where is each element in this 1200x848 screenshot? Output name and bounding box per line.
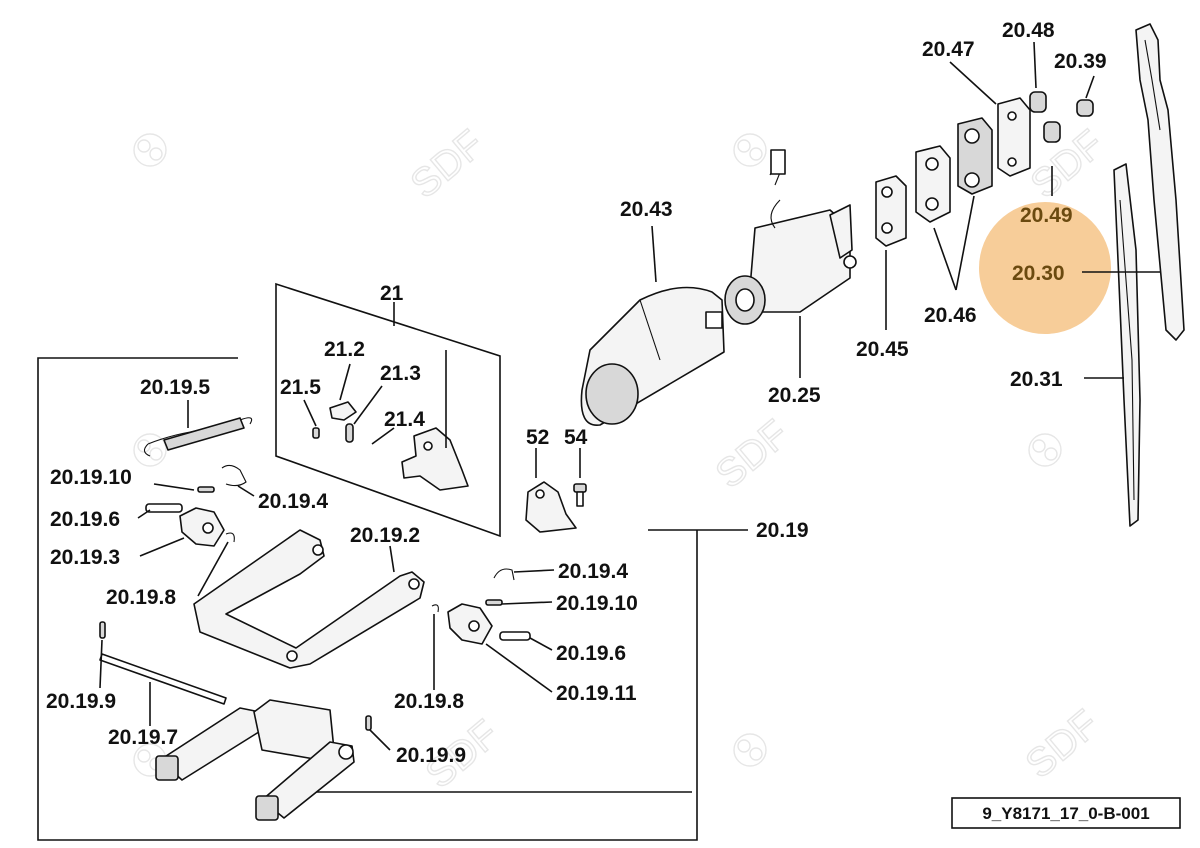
clip-21-2	[329, 401, 357, 421]
label-20-19-10a: 20.19.10	[50, 466, 132, 489]
label-20-19: 20.19	[756, 519, 809, 542]
motor-cover	[580, 286, 725, 426]
wiper-blade	[1113, 163, 1141, 527]
clip-20-19-8b	[431, 604, 439, 613]
label-20-19-4b: 20.19.4	[558, 560, 628, 583]
watermark-text: SDF	[1018, 702, 1108, 787]
assembly-21-frame	[275, 282, 501, 538]
label-20-19-11: 20.19.11	[556, 682, 637, 705]
label-20-25: 20.25	[768, 384, 821, 407]
pin-20-19-9a	[99, 621, 106, 639]
label-20-49: 20.49	[1020, 204, 1073, 227]
label-20-43: 20.43	[620, 198, 673, 221]
watermark-text: SDF	[403, 122, 493, 207]
label-21-3: 21.3	[380, 362, 421, 385]
pin-20-19-6a	[145, 503, 183, 513]
assembly-20-19-frame	[37, 357, 698, 841]
label-20-19-10b: 20.19.10	[556, 592, 638, 615]
label-20-30: 20.30	[1012, 262, 1065, 285]
label-21-2: 21.2	[324, 338, 365, 361]
clip-20-19-4a	[221, 464, 247, 487]
spring-21-3	[345, 423, 354, 443]
crank-20-19-11	[447, 603, 493, 645]
crank-20-19-3	[179, 507, 225, 547]
sdf-logo-icon	[733, 733, 767, 767]
label-21: 21	[380, 282, 404, 305]
label-20-48: 20.48	[1002, 19, 1055, 42]
plate-20-46a	[915, 145, 951, 223]
watermark-text: SDF	[708, 412, 798, 497]
label-20-19-7: 20.19.7	[108, 726, 178, 749]
label-20-19-6b: 20.19.6	[556, 642, 626, 665]
plate-20-47	[997, 97, 1031, 177]
bracket-52	[525, 481, 577, 533]
pin-20-19-10b	[485, 599, 503, 606]
label-20-19-9a: 20.19.9	[46, 690, 116, 713]
label-20-47: 20.47	[922, 38, 975, 61]
wiper-arm	[1135, 23, 1185, 341]
label-20-19-8a: 20.19.8	[106, 586, 176, 609]
part-labels: 20.47 20.48 20.39 20.49 20.30 20.43 20.4…	[46, 19, 1107, 767]
label-20-45: 20.45	[856, 338, 909, 361]
label-21-4: 21.4	[384, 408, 425, 431]
screw-54	[573, 483, 587, 507]
linkage-frame-20-19-2	[193, 529, 425, 669]
drawing-code: 9_Y8171_17_0-B-001	[982, 804, 1149, 823]
label-20-19-2: 20.19.2	[350, 524, 420, 547]
bracket-21-4	[401, 427, 469, 491]
label-20-19-3: 20.19.3	[50, 546, 120, 569]
label-54: 54	[564, 426, 588, 449]
pin-21-5	[312, 427, 320, 439]
leader-lines	[99, 41, 1160, 751]
label-20-19-8b: 20.19.8	[394, 690, 464, 713]
spring-20-19-5	[143, 417, 253, 457]
plate-20-46b	[957, 117, 993, 195]
label-52: 52	[526, 426, 549, 449]
lower-linkage	[155, 699, 355, 821]
drawing-code-box: 9_Y8171_17_0-B-001	[951, 797, 1181, 829]
sdf-logo-icon	[133, 433, 167, 467]
wiper-motor	[724, 149, 857, 325]
plate-20-45	[875, 175, 907, 247]
label-20-19-5: 20.19.5	[140, 376, 210, 399]
highlight-circle	[979, 202, 1111, 334]
rod-20-19-7	[99, 653, 227, 705]
clip-20-19-8a	[225, 532, 235, 543]
pin-20-19-10a	[197, 486, 215, 493]
label-21-5: 21.5	[280, 376, 321, 399]
pin-20-19-9b	[365, 715, 372, 731]
sdf-logo-icon	[1028, 433, 1062, 467]
label-20-39: 20.39	[1054, 50, 1107, 73]
label-20-31: 20.31	[1010, 368, 1063, 391]
label-20-19-4a: 20.19.4	[258, 490, 328, 513]
label-20-19-6a: 20.19.6	[50, 508, 120, 531]
label-20-19-9b: 20.19.9	[396, 744, 466, 767]
pin-20-19-6b	[499, 631, 531, 641]
label-20-46: 20.46	[924, 304, 977, 327]
sdf-logo-icon	[733, 133, 767, 167]
watermark-text: SDF	[1023, 122, 1113, 207]
clip-20-19-4b	[493, 568, 515, 581]
sdf-logo-icon	[133, 133, 167, 167]
bushings	[1029, 91, 1094, 143]
